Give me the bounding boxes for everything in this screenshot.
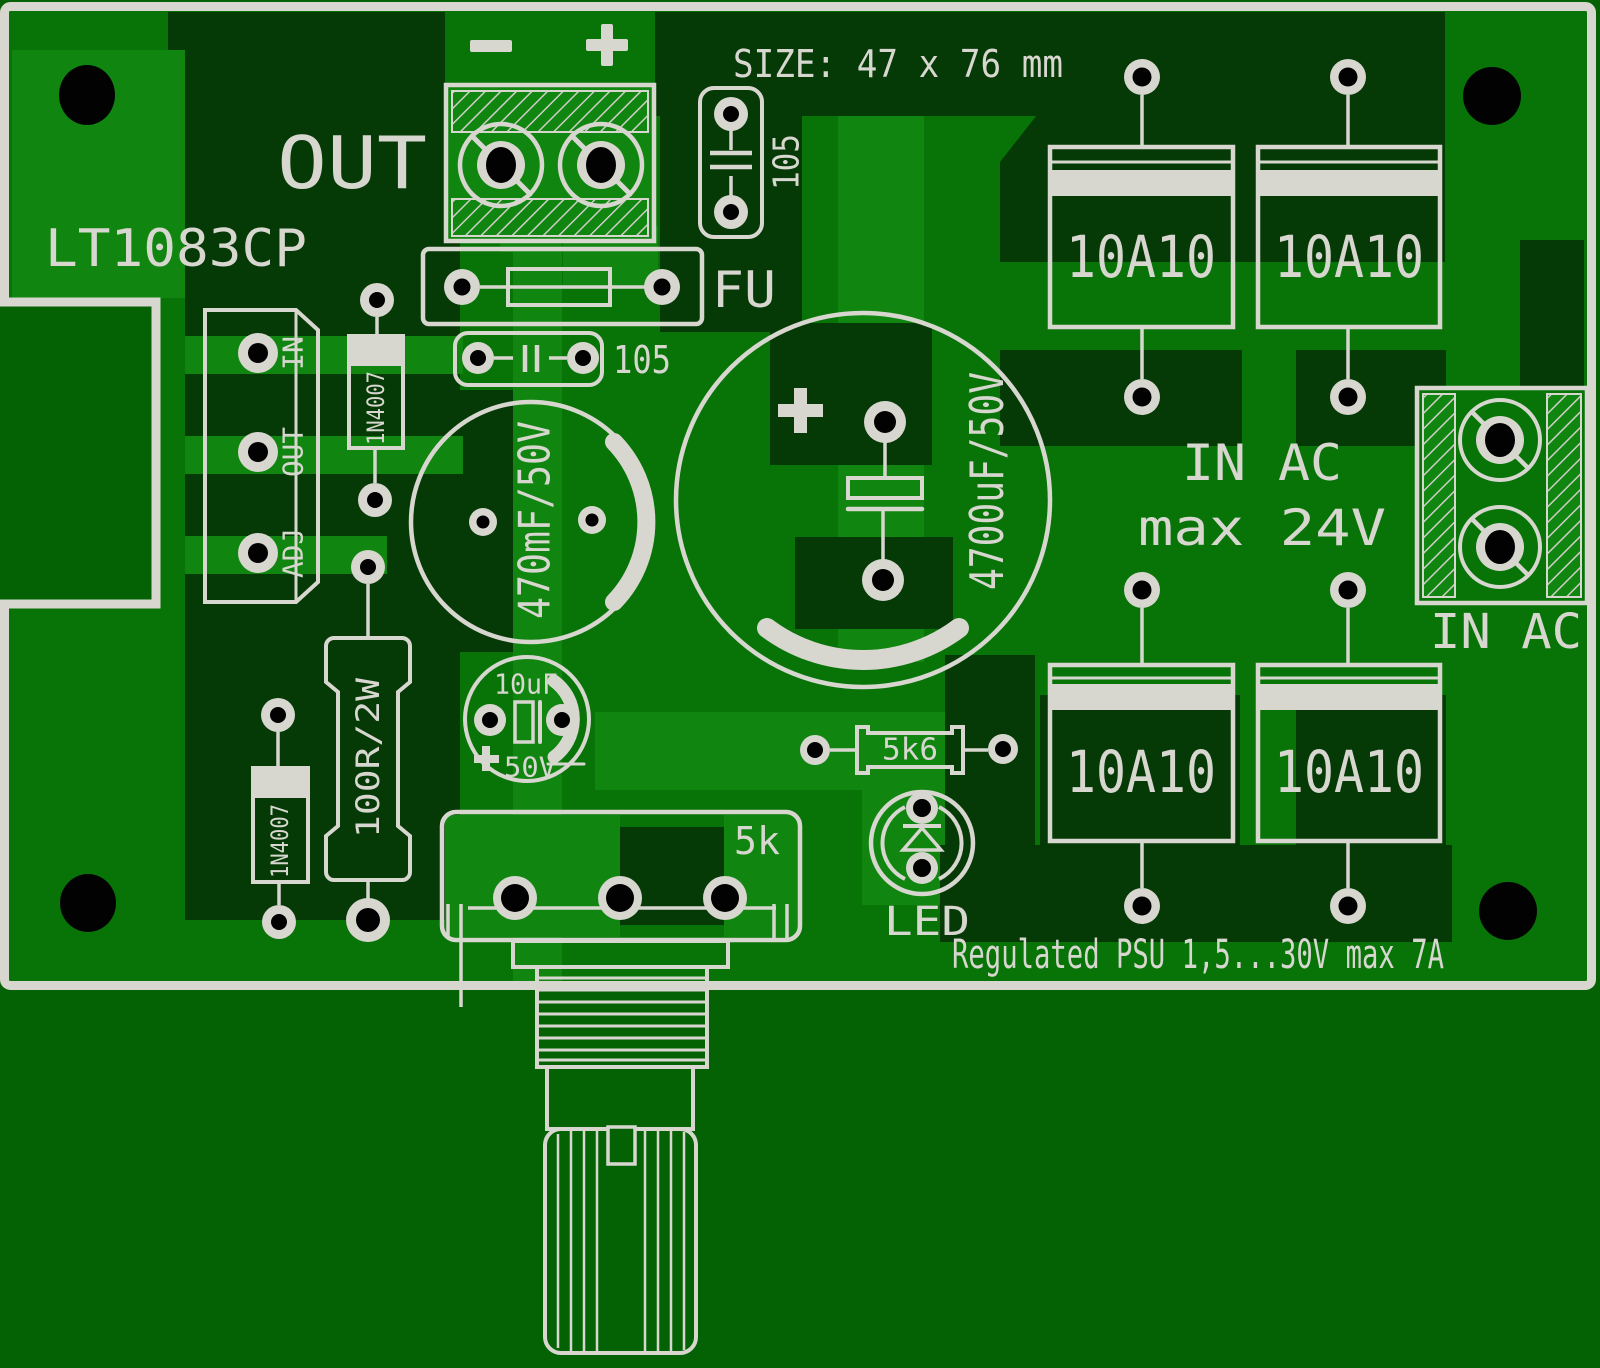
rectifier-diode-1: [1047, 59, 1236, 415]
resistor-5k6: [800, 725, 1018, 775]
in-ac-note-line1: IN AC: [1182, 434, 1342, 492]
out-terminal-block: [443, 24, 657, 244]
fuse: [420, 246, 705, 327]
cap-4700uf-label: 4700uF/50V: [960, 372, 1014, 590]
mounting-hole-bottom-right: [1479, 882, 1537, 940]
diode-1n4007-bottom-label: 1N4007: [266, 804, 294, 878]
mounting-hole-bottom-left: [60, 874, 116, 932]
plus-icon: [586, 24, 628, 66]
page-title: LT1083CP: [45, 219, 307, 279]
rectifier-diode-1-label: 10A10: [1066, 223, 1216, 291]
cap-105-horizontal: [453, 331, 604, 387]
in-ac-terminal-block: [1414, 385, 1590, 606]
cap-470mf-label: 470mF/50V: [510, 421, 561, 619]
diode-1n4007-bottom: [251, 698, 310, 939]
fuse-label: FU: [712, 261, 776, 319]
led-footprint: [868, 789, 976, 897]
screw-terminal-icon: [1458, 505, 1542, 589]
resistor-100r-2w-label: 100R/2W: [349, 677, 387, 838]
out-label: OUT: [277, 121, 427, 205]
mounting-hole-top-right: [1463, 67, 1521, 125]
rectifier-diode-2: [1255, 59, 1443, 415]
diode-1n4007-top-label: 1N4007: [362, 371, 390, 445]
pin-label-in: IN: [277, 336, 310, 370]
cap-10uf: [463, 655, 591, 783]
size-note: SIZE: 47 x 76 mm: [733, 42, 1063, 86]
minus-icon: [470, 40, 512, 52]
cap-4700uf: [673, 310, 1053, 690]
thread-lines: [539, 976, 705, 1062]
plus-icon: [778, 388, 823, 433]
cap-105-vertical-label: 105: [767, 134, 808, 190]
cap-10uf-voltage: 50V: [504, 751, 556, 784]
mounting-hole-top-left: [59, 65, 115, 125]
board-notch: [0, 300, 158, 606]
footer-note: Regulated PSU 1,5...30V max 7A: [952, 932, 1444, 978]
resistor-5k6-label: 5k6: [882, 733, 938, 768]
screw-terminal-icon: [1458, 398, 1542, 482]
screw-terminal-icon: [457, 121, 545, 209]
rectifier-diode-4-label: 10A10: [1274, 738, 1424, 806]
diode-1n4007-top: [347, 283, 405, 517]
copper-pour-dark-top: [620, 323, 1452, 942]
in-ac-note-line2: max 24V: [1138, 499, 1386, 557]
cap-10uf-value: 10uF: [494, 668, 558, 701]
rectifier-diode-3-label: 10A10: [1066, 738, 1216, 806]
knurl-lines: [556, 1129, 686, 1353]
board-notch-outline: [0, 297, 161, 609]
mounting-holes: [59, 65, 1537, 940]
cap-105-horizontal-label: 105: [613, 338, 671, 382]
plus-icon: [474, 746, 499, 771]
rectifier-diode-4: [1255, 572, 1443, 924]
pin-label-out: OUT: [277, 427, 310, 477]
potentiometer-shaft: [511, 939, 730, 1355]
in-ac-terminal-label: IN AC: [1430, 604, 1582, 660]
potentiometer-5k-label: 5k: [734, 819, 780, 863]
cap-470mf: [408, 399, 656, 645]
pin-label-adj: ADJ: [277, 528, 310, 578]
rectifier-diode-2-label: 10A10: [1274, 223, 1424, 291]
cap-105-vertical: [698, 86, 764, 239]
rectifier-diode-3: [1047, 572, 1236, 924]
ic-lt1083-footprint: [203, 308, 320, 604]
resistor-100r-2w: [324, 550, 412, 942]
led-label: LED: [884, 899, 970, 945]
screw-terminal-icon: [557, 121, 645, 209]
